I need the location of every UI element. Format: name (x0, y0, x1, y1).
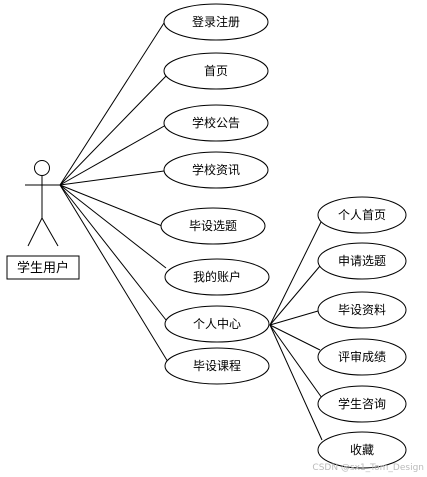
actor-label: 学生用户 (17, 260, 69, 276)
uc-login[interactable] (163, 3, 269, 41)
actor-head (34, 160, 50, 176)
assoc-login (59, 22, 165, 186)
assoc-center (59, 184, 167, 321)
uc-topic[interactable] (160, 207, 266, 245)
uc-consult[interactable] (317, 385, 407, 423)
uc-consult-label: 学生咨询 (338, 396, 386, 411)
assoc-topic (59, 184, 163, 227)
assoc-favorite (269, 324, 323, 441)
uc-home-label: 首页 (204, 64, 228, 78)
uc-news[interactable] (163, 151, 269, 189)
actor-right-leg (41, 217, 59, 247)
uc-apply-topic-label: 申请选题 (338, 254, 386, 268)
uc-center[interactable] (164, 305, 270, 343)
uc-topic-label: 毕设选题 (189, 219, 237, 233)
uc-grade-label: 评审成绩 (338, 349, 386, 364)
assoc-news (59, 170, 165, 186)
uc-course-label: 毕设课程 (193, 358, 241, 373)
uc-materials[interactable] (317, 291, 407, 329)
uc-news-label: 学校资讯 (192, 162, 240, 177)
sub-use-case-labels: 个人首页 申请选题 毕设资料 评审成绩 学生咨询 收藏 (338, 208, 386, 457)
uc-login-label: 登录注册 (192, 14, 240, 29)
uc-account-label: 我的账户 (193, 269, 241, 284)
uc-home[interactable] (163, 52, 269, 90)
uc-grade[interactable] (317, 338, 407, 376)
center-associations (269, 219, 323, 441)
assoc-notice (59, 124, 167, 186)
uc-favorite-label: 收藏 (350, 443, 374, 457)
uc-apply-topic[interactable] (317, 242, 407, 280)
uc-favorite[interactable] (317, 431, 407, 469)
actor-figure (25, 160, 60, 247)
uc-center-label: 个人中心 (193, 316, 241, 331)
assoc-grade (269, 324, 321, 351)
assoc-apply-topic (269, 265, 321, 326)
uc-personal-home-label: 个人首页 (338, 208, 386, 222)
main-use-cases (160, 3, 270, 385)
watermark: CSDN @sx1_Tom_Design (312, 463, 424, 473)
assoc-account (59, 184, 167, 269)
uc-account[interactable] (164, 258, 270, 296)
uc-materials-label: 毕设资料 (338, 303, 386, 317)
uc-notice[interactable] (163, 104, 269, 142)
assoc-personal-home (269, 219, 323, 326)
assoc-home (59, 73, 169, 186)
actor-associations (59, 22, 169, 363)
uc-notice-label: 学校公告 (192, 115, 240, 130)
main-use-case-labels: 登录注册 首页 学校公告 学校资讯 毕设选题 我的账户 个人中心 毕设课程 (189, 14, 241, 373)
assoc-materials (269, 310, 319, 326)
assoc-course (59, 184, 169, 363)
actor-label-box: 学生用户 (6, 255, 80, 280)
assoc-consult (269, 324, 323, 399)
sub-use-cases (317, 196, 407, 469)
actor-left-leg (27, 217, 43, 247)
uc-course[interactable] (164, 347, 270, 385)
uc-personal-home[interactable] (317, 196, 407, 234)
